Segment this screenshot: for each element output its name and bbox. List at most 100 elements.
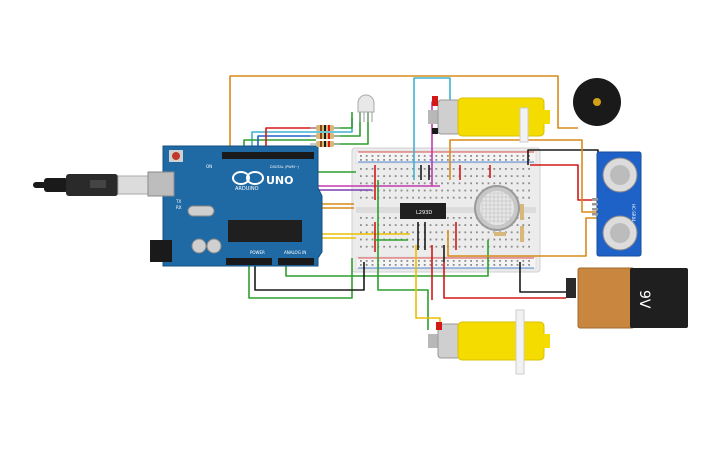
breadboard-hole (476, 159, 478, 161)
breadboard-hole (493, 245, 496, 248)
breadboard-hole (383, 189, 385, 192)
breadboard-hole (522, 175, 525, 177)
breadboard-hole (510, 159, 513, 161)
breadboard-hole (360, 260, 362, 262)
battery-9v[interactable]: 9V (566, 267, 688, 329)
breadboard-hole (499, 175, 501, 177)
breadboard-hole (481, 264, 484, 266)
resistor-bank[interactable] (310, 125, 340, 147)
breadboard-hole (528, 196, 530, 199)
atmega-chip (228, 220, 302, 242)
breadboard-hole (360, 217, 362, 219)
arduino-logo (232, 171, 264, 185)
breadboard-hole (528, 245, 530, 248)
breadboard-hole (423, 196, 426, 199)
breadboard-hole (476, 224, 478, 226)
breadboard-hole (464, 264, 467, 266)
breadboard-hole (412, 189, 414, 192)
breadboard-hole (371, 159, 374, 161)
breadboard-hole (389, 231, 391, 234)
breadboard-resistors (494, 204, 524, 242)
breadboard-hole (487, 175, 490, 177)
breadboard-hole (458, 245, 461, 248)
breadboard-hole (458, 224, 461, 226)
breadboard-hole (516, 168, 519, 170)
breadboard-hole (505, 168, 507, 170)
breadboard-hole (528, 217, 530, 219)
breadboard-hole (394, 189, 397, 192)
breadboard-hole (452, 260, 455, 262)
breadboard-hole (481, 245, 484, 248)
breadboard-hole (429, 224, 432, 226)
l293d-driver[interactable]: L293D (400, 203, 446, 219)
breadboard-hole (429, 260, 432, 262)
breadboard-hole (499, 245, 501, 248)
breadboard-hole (441, 196, 443, 199)
breadboard-hole (470, 217, 472, 219)
breadboard-hole (418, 168, 420, 170)
breadboard-hole (400, 168, 403, 170)
breadboard-hole (418, 182, 420, 185)
breadboard-hole (394, 264, 397, 266)
ultrasonic-sensor[interactable]: HC-SR04 (592, 151, 642, 257)
breadboard-hole (441, 245, 443, 248)
breadboard-hole (464, 155, 467, 157)
breadboard-hole (400, 155, 403, 157)
breadboard-hole (400, 175, 403, 177)
breadboard-hole (429, 175, 432, 177)
breadboard-hole (464, 159, 467, 161)
breadboard-hole (516, 182, 519, 185)
breadboard-hole (412, 168, 414, 170)
piezo-buzzer[interactable] (573, 78, 621, 126)
breadboard-hole (522, 189, 525, 192)
breadboard-hole (452, 231, 455, 234)
breadboard-hole (464, 238, 467, 241)
breadboard-hole (389, 182, 391, 185)
breadboard-hole (528, 159, 530, 161)
breadboard-hole (464, 224, 467, 226)
breadboard-hole (423, 175, 426, 177)
breadboard-hole (522, 196, 525, 199)
breadboard-hole (499, 182, 501, 185)
breadboard-hole (441, 264, 443, 266)
breadboard-hole (394, 224, 397, 226)
breadboard-hole (377, 168, 380, 170)
breadboard-hole (406, 182, 409, 185)
breadboard-hole (412, 238, 414, 241)
breadboard-hole (389, 159, 391, 161)
breadboard-hole (429, 182, 432, 185)
breadboard-hole (412, 159, 414, 161)
breadboard-hole (400, 231, 403, 234)
breadboard-hole (377, 175, 380, 177)
breadboard-hole (429, 189, 432, 192)
breadboard-hole (429, 196, 432, 199)
breadboard-hole (418, 159, 420, 161)
breadboard-hole (505, 264, 507, 266)
breadboard-hole (441, 231, 443, 234)
breadboard-hole (435, 224, 438, 226)
breadboard-hole (447, 196, 449, 199)
breadboard-hole (360, 159, 362, 161)
breadboard-hole (452, 224, 455, 226)
rgb-led[interactable] (357, 94, 375, 122)
breadboard-hole (528, 231, 530, 234)
ultrasonic-pins (592, 198, 598, 216)
breadboard-hole (528, 189, 530, 192)
breadboard-hole (464, 245, 467, 248)
usb-cable[interactable] (33, 174, 149, 196)
breadboard-hole (371, 245, 374, 248)
breadboard-hole (371, 264, 374, 266)
breadboard-hole (476, 168, 478, 170)
breadboard-hole (481, 260, 484, 262)
breadboard-hole (435, 231, 438, 234)
breadboard-hole (516, 238, 519, 241)
breadboard-hole (412, 196, 414, 199)
breadboard-hole (464, 196, 467, 199)
dc-motor-bottom[interactable] (428, 309, 550, 375)
breadboard-hole (412, 260, 414, 262)
breadboard-hole (505, 155, 507, 157)
dc-motor-top[interactable] (428, 96, 550, 143)
breadboard-hole (423, 168, 426, 170)
arduino-uno[interactable]: ARDUINO UNO POWER ANALOG IN DIGITAL (PWM… (147, 145, 323, 267)
gas-sensor[interactable] (474, 185, 520, 231)
